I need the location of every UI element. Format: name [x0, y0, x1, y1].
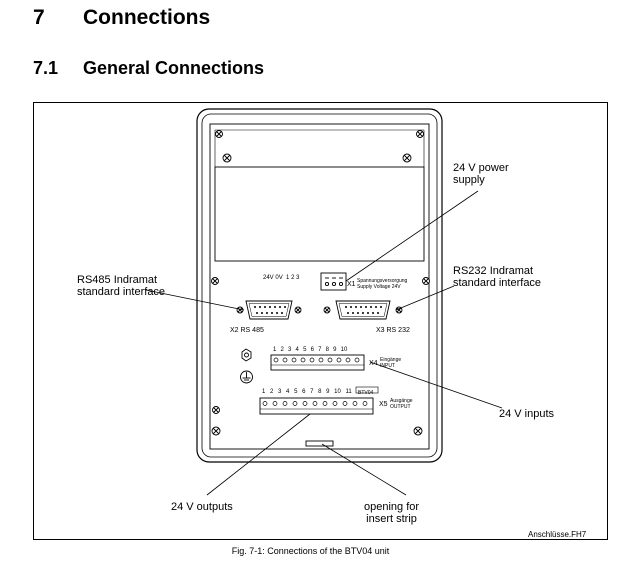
section-heading: 7.1 General Connections: [33, 58, 264, 79]
section-number: 7.1: [33, 58, 59, 78]
figure-caption: Fig. 7-1: Connections of the BTV04 unit: [231, 546, 390, 556]
chapter-heading: 7 Connections: [33, 6, 210, 30]
callout-24v-outputs: 24 V outputs: [171, 501, 233, 513]
x1-label: X1: [347, 281, 356, 288]
x2-label: X2 RS 485: [230, 327, 264, 334]
device-drawing: [145, 108, 503, 496]
x5-label: X5: [379, 401, 388, 408]
x4-pin-numbers: 1 2 3 4 5 6 7 8 9 10: [273, 347, 348, 353]
display-window: [214, 166, 425, 262]
callout-24v-inputs: 24 V inputs: [499, 408, 555, 420]
callout-power-supply: 24 V power supply: [453, 162, 509, 186]
front-panel: [209, 123, 430, 450]
screws: [211, 130, 430, 436]
chapter-title: Connections: [83, 6, 211, 29]
x1-pin-labels: 24V 0V 1 2 3: [263, 275, 300, 281]
x5-terminal-strip: [259, 386, 379, 415]
x5-description: Ausgänge OUTPUT: [390, 398, 413, 410]
section-title: General Connections: [83, 58, 265, 78]
callout-rs485: RS485 Indramat standard interface: [77, 274, 166, 298]
figure-id: Anschlüsse.FH7: [528, 530, 587, 539]
chapter-number: 7: [33, 6, 45, 29]
x1-description: Spannungsversorgung Supply Voltage 24V: [357, 278, 408, 290]
x2-connector: [245, 300, 293, 320]
x3-connector: [335, 300, 391, 320]
insert-strip-opening: [305, 440, 334, 447]
x1-connector: [320, 272, 347, 291]
x3-label: X3 RS 232: [376, 327, 410, 334]
callout-rs232: RS232 Indramat standard interface: [453, 265, 542, 289]
x4-description: Eingänge INPUT: [380, 357, 402, 369]
x4-terminal-strip: [270, 354, 365, 371]
ground-terminal: [240, 348, 253, 384]
connections-figure: 24 V power supply RS485 Indramat standar…: [33, 102, 608, 540]
device-housing: [196, 108, 443, 463]
x5-badge: BTV04: [358, 390, 374, 396]
leader-lines: [145, 190, 503, 496]
device-housing-inner: [201, 113, 438, 458]
callout-insert-strip: opening for insert strip: [364, 501, 420, 525]
x4-label: X4: [369, 360, 378, 367]
x5-pin-numbers: 1 2 3 4 5 6 7 8 9 10 11: [262, 389, 352, 395]
